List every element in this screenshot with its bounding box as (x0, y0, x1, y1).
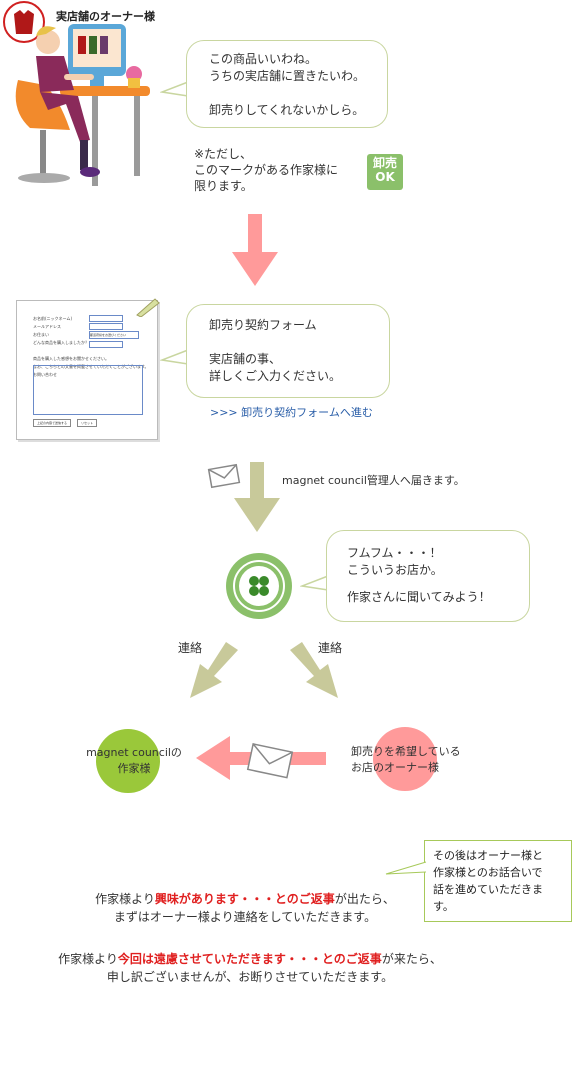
badge-line: 卸売 (372, 156, 397, 170)
bubble-line: 実店舗の事、 (209, 352, 282, 366)
pencil-icon (136, 298, 160, 317)
note-box-line: その後はオーナー様と (433, 849, 543, 862)
form-row-label: お名前(ニックネーム) (33, 316, 73, 321)
down-arrow-icon (232, 214, 278, 286)
decline-message-text: が来たら、 (381, 952, 442, 966)
owner-speech-bubble: この商品いいわね。 うちの実店舗に置きたいわ。 卸売りしてくれないかしら。 (160, 40, 390, 128)
owner-label-line: お店のオーナー様 (351, 761, 439, 774)
bubble-line: この商品いいわね。 (209, 52, 318, 66)
note-box-line: 話を進めていただきます。 (433, 883, 543, 913)
accept-message-text: が出たら、 (334, 892, 395, 906)
artist-label: magnet councilの 作家様 (84, 745, 184, 777)
mail-icon (246, 743, 294, 779)
badge-line: OK (375, 170, 395, 184)
accept-message: 作家様より興味があります・・・とのご返事が出たら、 まずはオーナー様より連絡をし… (0, 890, 490, 926)
artist-circle (96, 729, 160, 793)
form-submit-button: 上記の内容で送信する (33, 419, 72, 427)
owner-illustration (0, 0, 160, 205)
artist-label-line: 作家様 (117, 762, 151, 775)
bubble-line: 卸売り契約フォーム (209, 318, 317, 332)
down-arrow-icon (234, 462, 280, 532)
clover-logo (226, 553, 292, 619)
accept-message-highlight: 興味があります・・・とのご返事 (154, 892, 335, 906)
followup-note-box: その後はオーナー様と 作家様とのお話合いで 話を進めていただきます。 (424, 840, 572, 922)
note-box-tail (385, 861, 427, 875)
bubble-line: うちの実店舗に置きたいわ。 (209, 69, 366, 83)
wholesale-ok-badge: 卸売 OK (367, 154, 403, 190)
wholesale-form-link[interactable]: >>> 卸売り契約フォームへ進む (210, 406, 373, 419)
note-box-line: 作家様とのお話合いで (433, 866, 543, 879)
accept-message-line: まずはオーナー様より連絡をしていただきます。 (113, 910, 377, 924)
form-speech-bubble: 卸売り契約フォーム 実店舗の事、 詳しくご入力ください。 (160, 304, 392, 400)
bubble-line: 作家さんに聞いてみよう！ (347, 590, 491, 604)
bubble-line (209, 85, 387, 102)
bubble-tail (300, 575, 329, 591)
owner-label-line: 卸売りを希望している (351, 745, 461, 758)
owner-shop-label: 卸売りを希望している お店のオーナー様 (351, 744, 471, 776)
decline-message-line: 申し訳ございませんが、お断りさせていただきます。 (106, 970, 394, 984)
decline-message-highlight: 今回は遠慮させていただきます・・・とのご返事 (117, 952, 382, 966)
note-line: ※ただし、 (194, 147, 253, 161)
wholesale-note: ※ただし、 このマークがある作家様に 限ります。 (194, 146, 364, 194)
artist-label-line: magnet councilの (86, 746, 182, 759)
owner-label: 実店舗のオーナー様 (56, 10, 155, 23)
form-select: 都道府県をお選びください (89, 331, 139, 339)
form-row-label: なお、こちらとの文書を掲載させていただくことがございます。 (33, 364, 149, 369)
admin-speech-bubble: フムフム・・・！ こういうお店か。 作家さんに聞いてみよう！ (300, 530, 532, 624)
bubble-line: 詳しくご入力ください。 (209, 369, 342, 383)
form-row-label: お問い合わせ (33, 372, 57, 377)
bubble-line (209, 334, 389, 351)
form-row-label: どんな商品を購入しましたか？ (33, 340, 89, 345)
accept-message-text: 作家様より (95, 892, 155, 906)
decline-message: 作家様より今回は遠慮させていただきます・・・とのご返事が来たら、 申し訳ございま… (0, 950, 500, 986)
bubble-line: 卸売りしてくれないかしら。 (209, 103, 365, 117)
bubble-line: こういうお店か。 (347, 563, 443, 577)
clover-icon (233, 560, 285, 612)
bubble-tail (160, 349, 189, 365)
decline-message-text: 作家様より (58, 952, 118, 966)
note-line: このマークがある作家様に (194, 163, 339, 177)
down-left-arrow-icon (190, 642, 238, 698)
form-reset-button: リセット (77, 419, 98, 427)
down-right-arrow-icon (290, 642, 338, 698)
form-row-label: お住まい (33, 332, 49, 337)
bubble-line: フムフム・・・！ (347, 546, 442, 560)
form-row-label: 商品を購入した感想をお聞かせください。 (33, 356, 109, 361)
note-line: 限ります。 (194, 179, 253, 193)
bubble-line (347, 579, 529, 589)
mail-icon (207, 463, 241, 489)
form-thumbnail: お名前(ニックネーム) メールアドレス お住まい どんな商品を購入しましたか？ … (16, 298, 160, 440)
contact-label-left: 連絡 (178, 641, 203, 655)
form-row-label: メールアドレス (33, 324, 61, 329)
contact-label-right: 連絡 (318, 641, 343, 655)
mail-destination-text: magnet council管理人へ届きます。 (282, 474, 465, 487)
bubble-tail (160, 81, 189, 97)
owner-circle (373, 727, 437, 791)
